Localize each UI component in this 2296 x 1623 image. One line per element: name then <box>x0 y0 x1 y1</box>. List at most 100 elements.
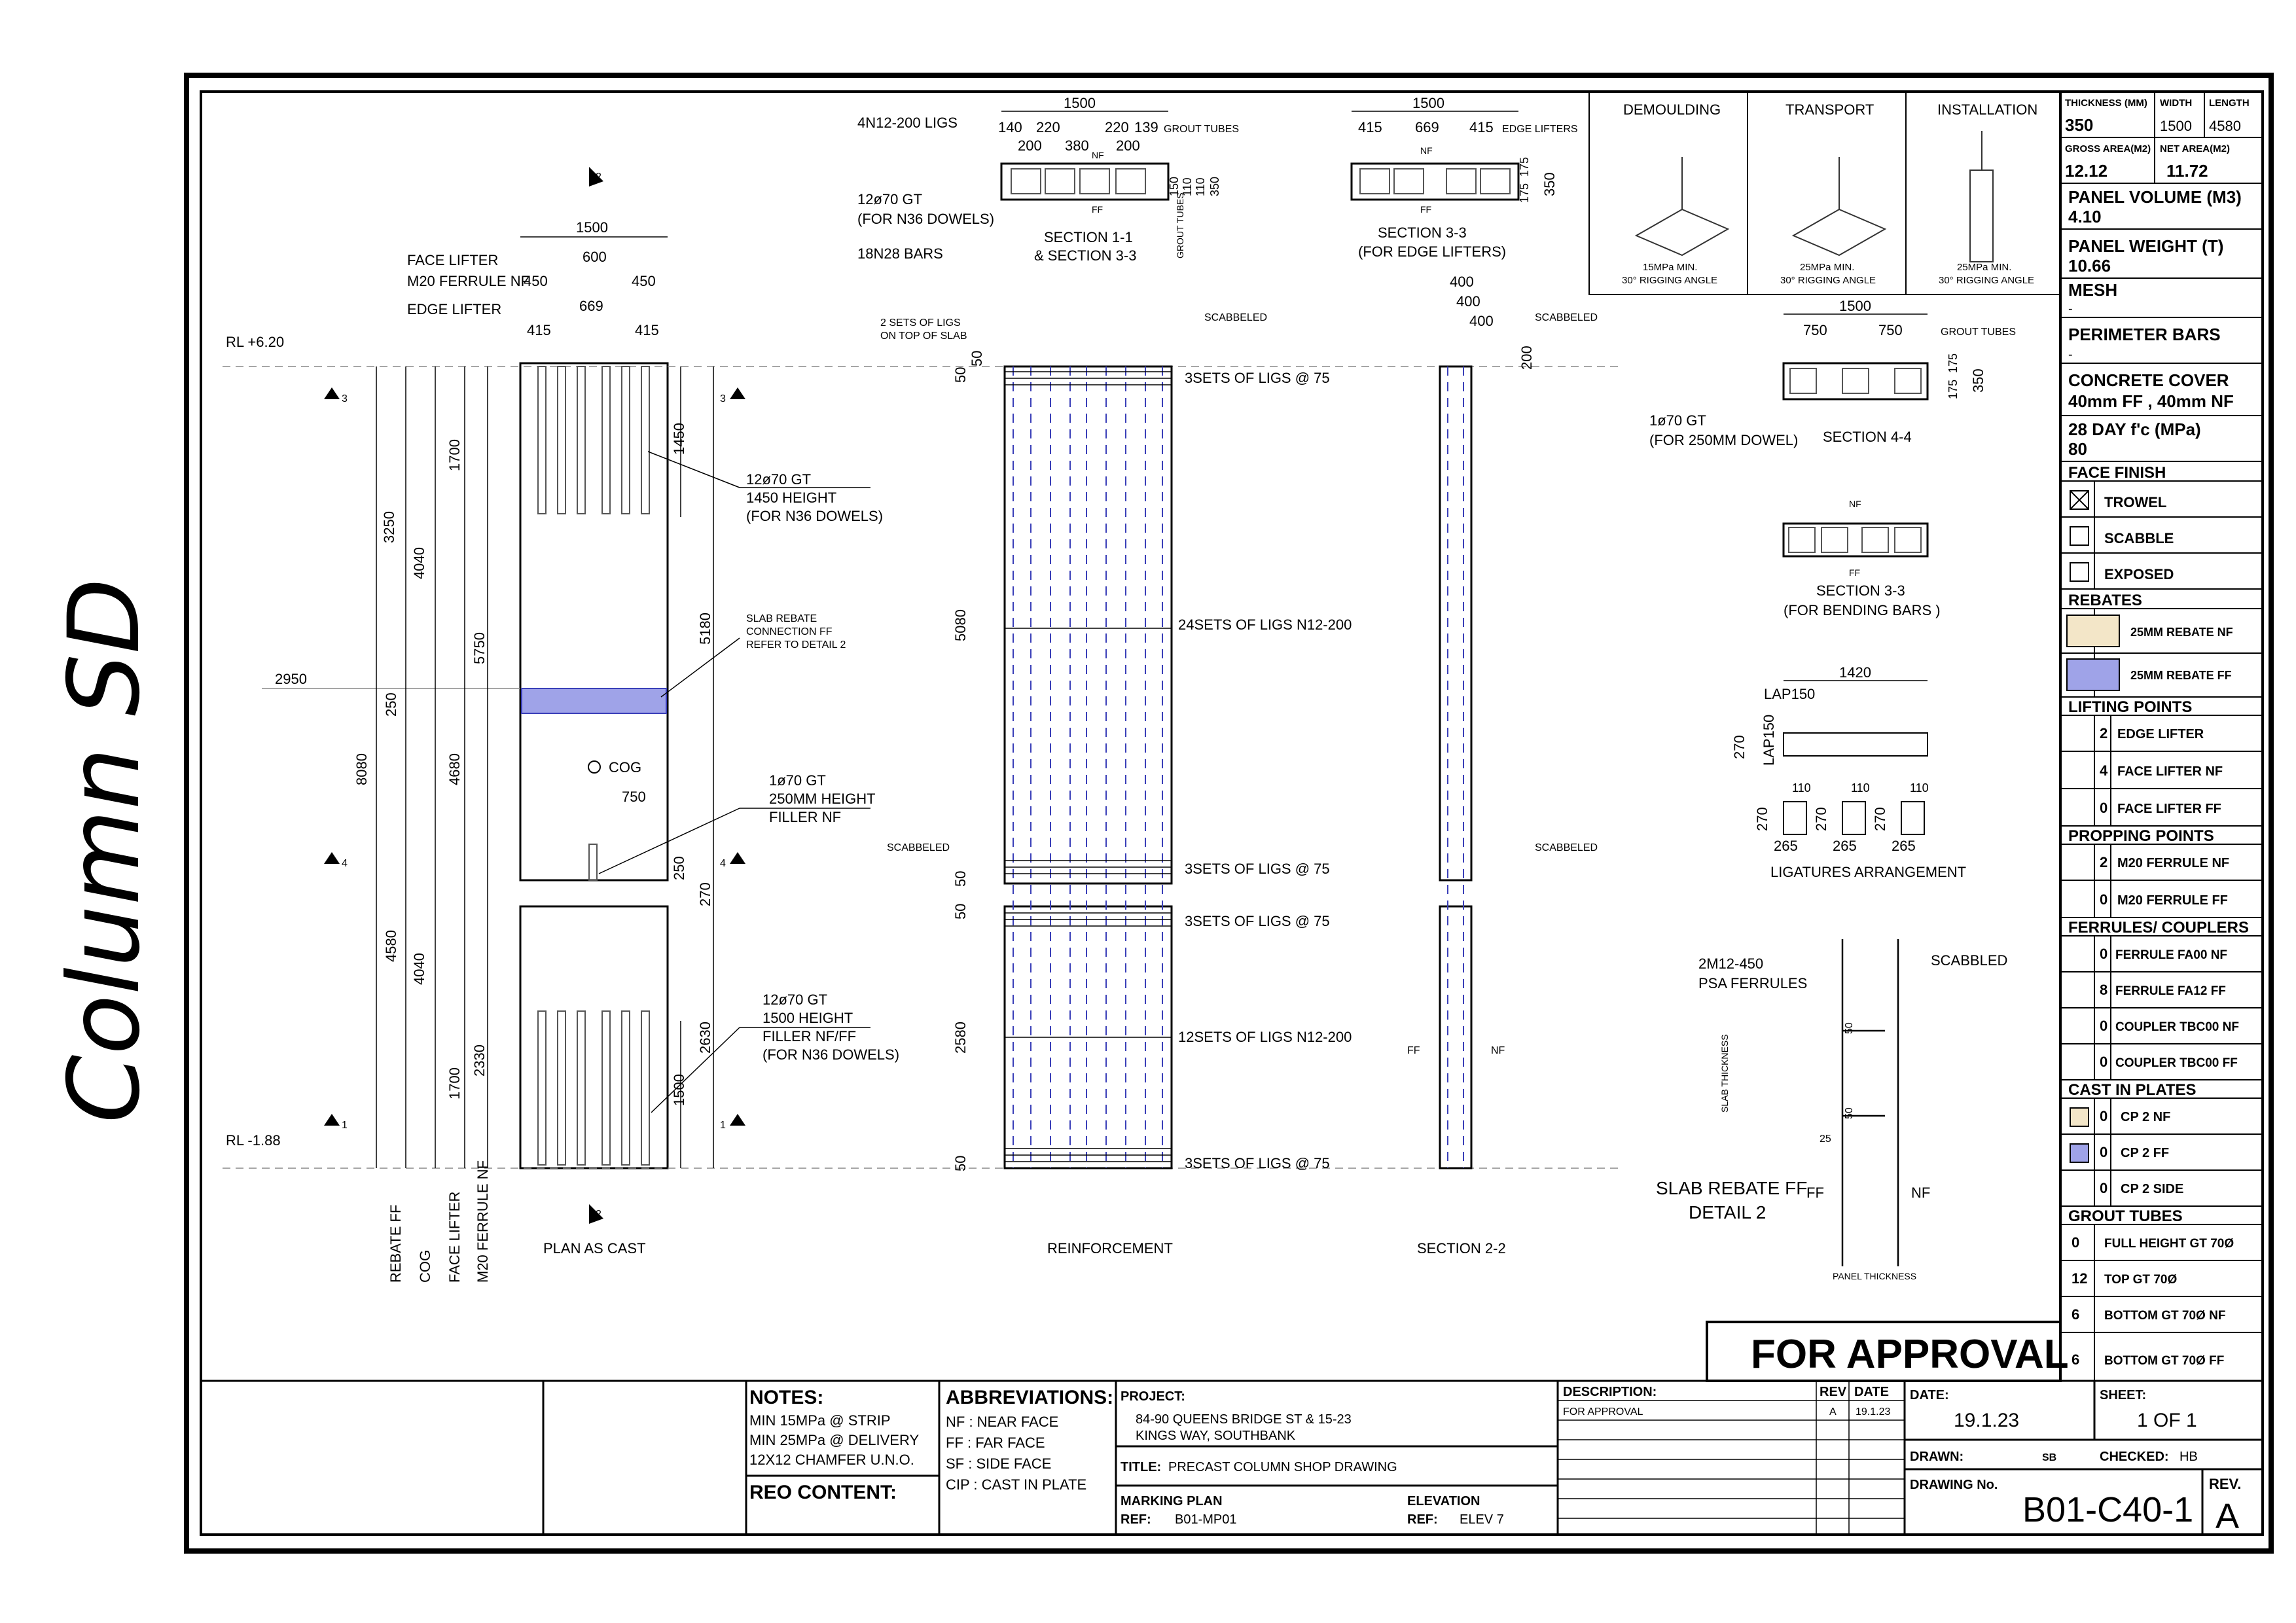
s33e-edge: EDGE LIFTERS <box>1502 124 1578 135</box>
outer-border <box>184 73 2274 1554</box>
dim-2950: 2950 <box>275 671 307 687</box>
vdim-270: 270 <box>697 882 713 906</box>
inner-border <box>200 90 2264 1536</box>
note-3: 12X12 CHAMFER U.N.O. <box>749 1452 914 1468</box>
info-face-finish-label: FACE FINISH <box>2068 464 2166 482</box>
marking-ref: B01-MP01 <box>1175 1512 1237 1527</box>
s22-ff: FF <box>1407 1045 1420 1056</box>
drawing-no: B01-C40-1 <box>2022 1490 2193 1529</box>
reo-dim-8: 50 <box>952 1156 969 1171</box>
face-lifter-dim: 600 <box>583 249 607 265</box>
handling-1-title: DEMOULDING <box>1623 101 1721 118</box>
s11-side-3: 110 <box>1194 177 1207 196</box>
info-gross-label: GROSS AREA(M2) <box>2065 143 2151 154</box>
drawn-value: SB <box>2042 1452 2056 1463</box>
grout-4-n: 6 <box>2072 1351 2079 1368</box>
vertical-dim-lines <box>376 366 714 1168</box>
lig-caption: LIGATURES ARRANGEMENT <box>1770 864 1966 880</box>
s11-dim-e: 200 <box>1018 137 1042 154</box>
d2-caption-1: SLAB REBATE FF <box>1656 1178 1807 1198</box>
lifting-1-n: 2 <box>2100 725 2108 741</box>
grout-1-n: 0 <box>2072 1234 2079 1251</box>
face-finish-trowel: TROWEL <box>2104 494 2166 510</box>
label-cog: COG <box>417 1250 433 1283</box>
marker-4b: 4 <box>720 858 726 869</box>
propping-1-n: 2 <box>2100 854 2108 870</box>
lig-a-265: 265 <box>1774 838 1798 854</box>
s44-gt2: (FOR 250MM DOWEL) <box>1649 432 1798 448</box>
desc-row-desc: FOR APPROVAL <box>1563 1406 1643 1418</box>
callout-2-line3: REFER TO DETAIL 2 <box>746 639 846 651</box>
s11-ff: FF <box>1092 204 1103 215</box>
face-finish-exposed: EXPOSED <box>2104 566 2174 582</box>
ferrule-4-n: 0 <box>2100 1054 2108 1070</box>
vdim-8080: 8080 <box>353 753 370 785</box>
abbr-3: SF : SIDE FACE <box>946 1455 1051 1472</box>
s11-side-2: 110 <box>1181 177 1194 196</box>
s22-caption: SECTION 2-2 <box>1417 1240 1506 1257</box>
title-label: TITLE: <box>1121 1460 1161 1474</box>
rl-top: RL +6.20 <box>226 334 284 350</box>
info-ferrules-label: FERRULES/ COUPLERS <box>2068 919 2249 936</box>
handling-2-note2: 30° RIGGING ANGLE <box>1780 275 1876 286</box>
section-3-3-bending: NF FF SECTION 3-3 (FOR BENDING BARS ) <box>1782 499 1941 618</box>
detail-2: 2M12-450 PSA FERRULES SCABBLED SLAB THIC… <box>1656 939 2007 1281</box>
reo-label-6: 3SETS OF LIGS @ 75 <box>1185 1155 1330 1171</box>
s44-dim-2: 750 <box>1803 322 1827 338</box>
info-thickness-label: THICKNESS (MM) <box>2065 98 2147 109</box>
ferrule-4-t: COUPLER TBC00 FF <box>2115 1056 2238 1070</box>
reo-content-label: REO CONTENT: <box>749 1482 897 1503</box>
s22-dim-2: 400 <box>1456 293 1480 310</box>
s11-dim-a: 140 <box>998 119 1022 135</box>
vdim-5180: 5180 <box>697 613 713 645</box>
checked-label: CHECKED: <box>2100 1450 2169 1464</box>
reo-dim-7: 2580 <box>952 1022 969 1054</box>
info-plates-label: CAST IN PLATES <box>2068 1081 2197 1099</box>
dowel-bars <box>537 366 650 1166</box>
s11-ligs: 4N12-200 LIGS <box>857 115 958 131</box>
lig-b-110: 110 <box>1851 781 1870 794</box>
desc-label: DESCRIPTION: <box>1563 1385 1657 1399</box>
s44-dim-3: 750 <box>1878 322 1903 338</box>
plate-3-t: CP 2 SIDE <box>2121 1182 2183 1196</box>
s11-dim-c: 220 <box>1105 119 1129 135</box>
date-label: DATE: <box>1910 1388 1949 1402</box>
ferrule-label: M20 FERRULE NF <box>407 273 529 289</box>
d2-slab: SLAB THICKNESS <box>1719 1034 1730 1113</box>
reo-scab-1: SCABBELED <box>1204 312 1267 323</box>
plan-dim-top: 1500 <box>576 219 608 236</box>
info-thickness: 350 <box>2065 115 2093 135</box>
info-volume-label: PANEL VOLUME (M3) <box>2068 187 2242 207</box>
stamp-for-approval: FOR APPROVAL <box>1751 1332 2069 1377</box>
handling-2-note1: 25MPa MIN. <box>1800 262 1854 273</box>
s44-side-1: 175 <box>1946 353 1960 373</box>
s33e-dim-c: 415 <box>1469 119 1494 135</box>
rebate-ff: 25MM REBATE FF <box>2130 669 2232 682</box>
edge-lifter-label: EDGE LIFTER <box>407 301 501 317</box>
s22-scab-2: SCABBELED <box>1535 842 1598 853</box>
reo-label-3: 3SETS OF LIGS @ 75 <box>1185 861 1330 877</box>
elev-ref-label: REF: <box>1407 1512 1438 1527</box>
lig-c-110: 110 <box>1910 781 1929 794</box>
grout-3-n: 6 <box>2072 1306 2079 1323</box>
date-col-label: DATE <box>1854 1385 1889 1399</box>
rebate-hatch <box>521 688 667 714</box>
s11-dim-b: 220 <box>1036 119 1060 135</box>
date-value: 19.1.23 <box>1954 1410 2019 1431</box>
edge-lifter-dim: 669 <box>579 298 603 314</box>
callout-4-line4: (FOR N36 DOWELS) <box>762 1046 899 1063</box>
marker-4a: 4 <box>342 858 348 869</box>
info-grout-label: GROUT TUBES <box>2068 1207 2183 1225</box>
rev-big: A <box>2215 1497 2239 1536</box>
reinforcement: 2 SETS OF LIGS ON TOP OF SLAB SCABBELED … <box>880 312 1352 1257</box>
vdim-250: 250 <box>383 692 399 717</box>
lig-a-270: 270 <box>1754 807 1770 831</box>
info-volume: 4.10 <box>2068 207 2102 226</box>
s44-side-2: 175 <box>1946 380 1960 399</box>
lig-b-265: 265 <box>1833 838 1857 854</box>
plate-3-n: 0 <box>2100 1180 2108 1196</box>
callout-4-line1: 12ø70 GT <box>762 991 827 1008</box>
edge-sub-dim-2: 415 <box>635 322 659 338</box>
s11-caption-1: SECTION 1-1 <box>1044 229 1133 245</box>
plate-ff-swatch <box>2070 1143 2089 1163</box>
